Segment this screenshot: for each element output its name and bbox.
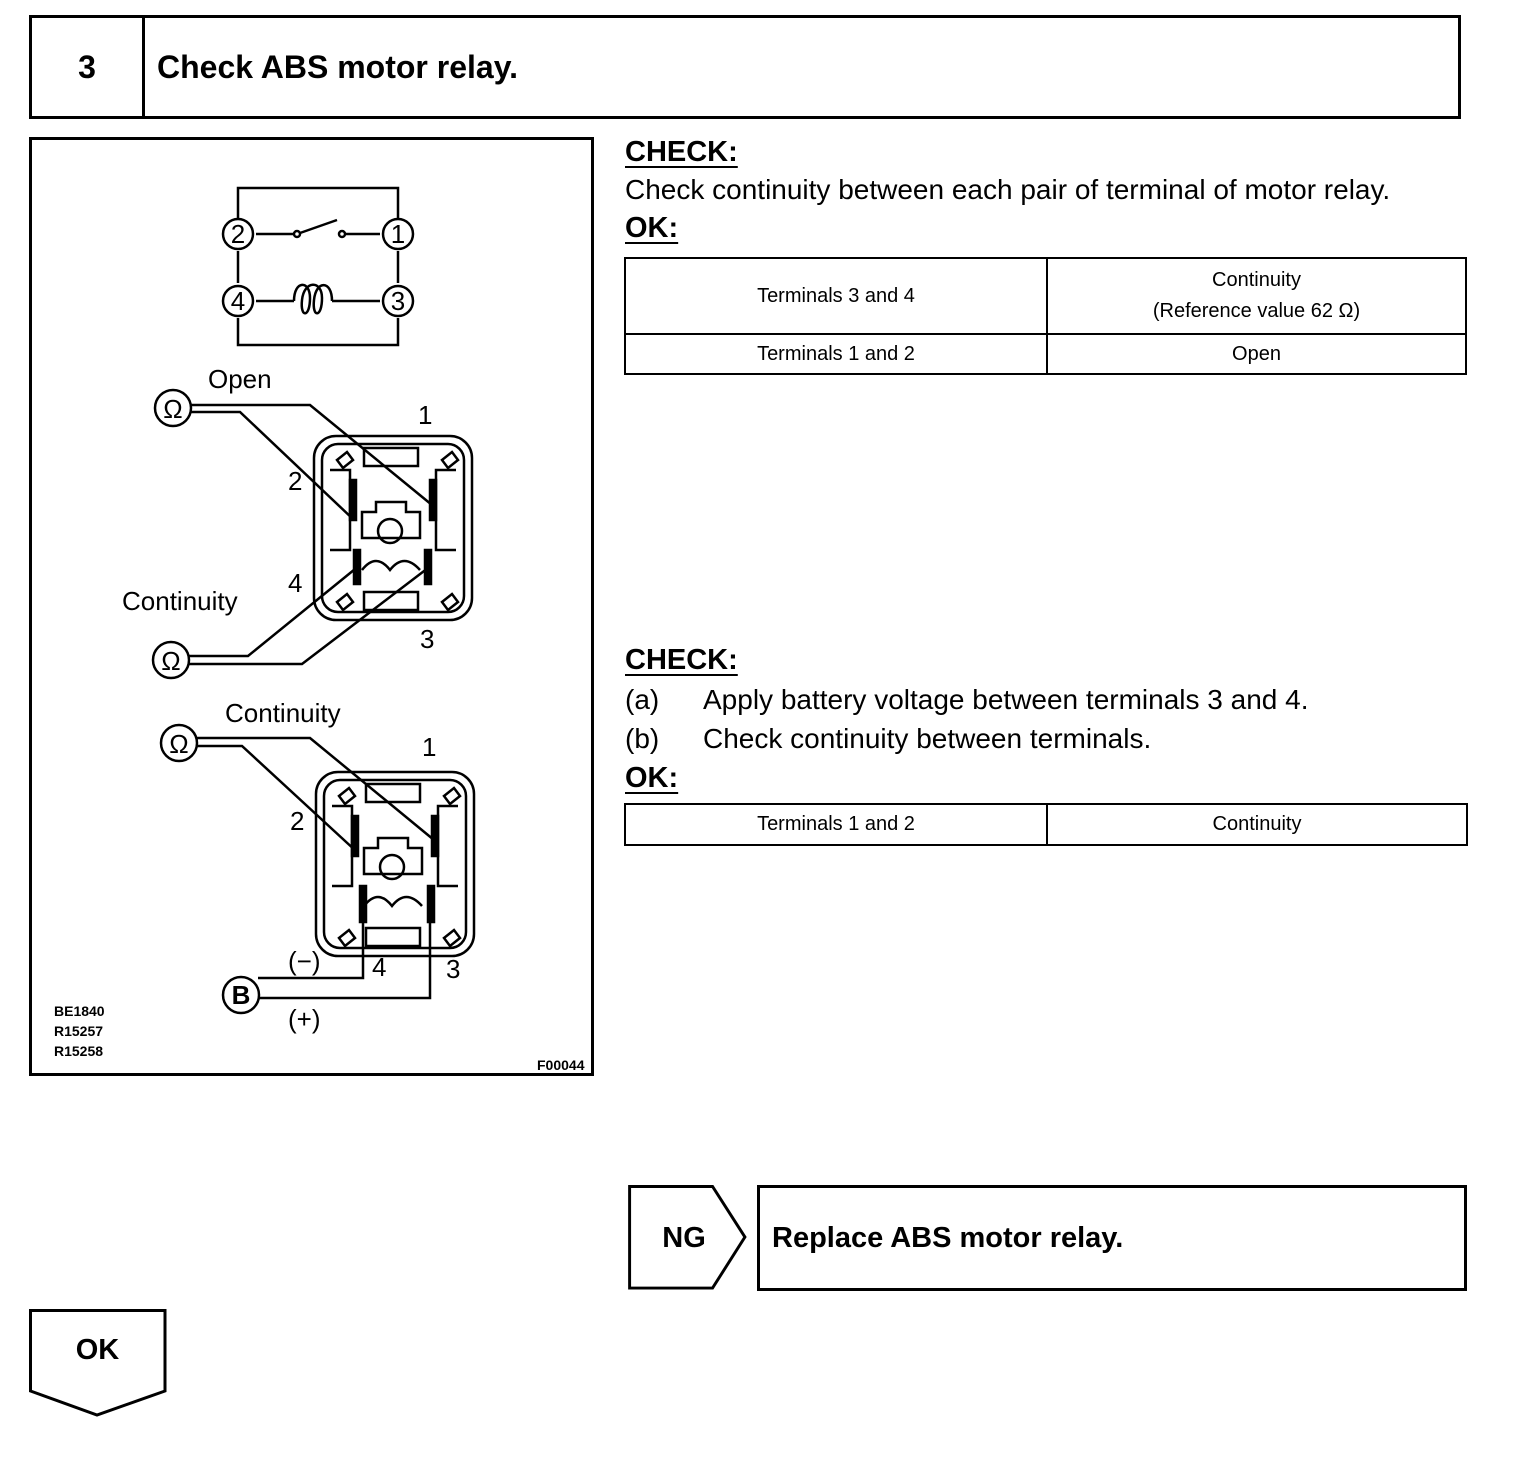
check2-table: Terminals 1 and 2 Continuity <box>624 803 1468 846</box>
ng-arrow-box <box>628 1185 747 1290</box>
step-header: 3 Check ABS motor relay. <box>29 15 1461 119</box>
ohm-meter-icon: Ω <box>169 729 188 759</box>
d2-terminal-1: 1 <box>422 732 436 762</box>
plus-label: (+) <box>288 1004 321 1034</box>
ng-action: Replace ABS motor relay. <box>757 1185 1467 1291</box>
d2-terminal-4: 4 <box>372 952 386 982</box>
table-cell: Terminals 3 and 4 <box>624 257 1048 335</box>
schematic-terminal-2: 2 <box>231 219 245 249</box>
relay-figure: 2 1 4 3 <box>29 137 594 1076</box>
label-continuity-1: Continuity <box>122 586 238 616</box>
table-cell: Continuity <box>1046 803 1468 846</box>
check1-heading: CHECK: <box>625 136 738 168</box>
check1-table: Terminals 3 and 4 Continuity (Reference … <box>624 257 1467 375</box>
schematic-terminal-3: 3 <box>391 286 405 316</box>
d1-terminal-1: 1 <box>418 400 432 430</box>
table-cell: Open <box>1046 333 1467 375</box>
step-title: Check ABS motor relay. <box>157 48 518 85</box>
ref-code: R15257 <box>54 1023 103 1039</box>
ok-arrow-box <box>29 1309 167 1417</box>
cell-condition: Continuity <box>1212 269 1301 291</box>
ohm-meter-icon: Ω <box>161 646 180 676</box>
label-open: Open <box>208 364 272 394</box>
schematic-terminal-4: 4 <box>231 286 245 316</box>
meter-leads-2 <box>159 723 435 1015</box>
label-continuity-2: Continuity <box>225 698 341 728</box>
table-row: Terminals 3 and 4 Continuity (Reference … <box>624 257 1467 335</box>
relay-diagram: 2 1 4 3 <box>54 186 585 1073</box>
ok-label: OK <box>75 1333 120 1366</box>
d1-terminal-4: 4 <box>288 568 302 598</box>
cell-note: (Reference value 62 Ω) <box>1152 300 1361 322</box>
step-marker: (b) <box>625 723 660 754</box>
ng-label: NG <box>662 1221 706 1254</box>
relay-body-1 <box>312 434 474 622</box>
step-number: 3 <box>32 18 145 116</box>
step-marker: (a) <box>625 684 660 715</box>
d1-terminal-2: 2 <box>288 466 302 496</box>
table-row: Terminals 1 and 2 Continuity <box>624 803 1468 846</box>
ref-code: BE1840 <box>54 1003 105 1019</box>
ref-code: R15258 <box>54 1043 103 1059</box>
d2-terminal-2: 2 <box>290 806 304 836</box>
table-cell: Continuity (Reference value 62 Ω) <box>1046 257 1467 335</box>
schematic-terminal-1: 1 <box>391 219 405 249</box>
ohm-meter-icon: Ω <box>163 394 182 424</box>
meter-leads-1 <box>151 388 433 680</box>
relay-body-2 <box>314 770 476 958</box>
d2-terminal-3: 3 <box>446 954 460 984</box>
table-cell: Terminals 1 and 2 <box>624 333 1048 375</box>
relay-schematic <box>221 186 415 347</box>
check1-ok-heading: OK: <box>625 212 679 244</box>
check2-ok-heading: OK: <box>625 762 679 794</box>
check1-text: Check continuity between each pair of te… <box>625 174 1391 205</box>
step-text: Check continuity between terminals. <box>703 723 1152 754</box>
table-row: Terminals 1 and 2 Open <box>624 333 1467 375</box>
step-text: Apply battery voltage between terminals … <box>703 684 1309 715</box>
battery-icon: B <box>232 980 251 1010</box>
check2-heading: CHECK: <box>625 644 738 676</box>
d1-terminal-3: 3 <box>420 624 434 654</box>
figure-code: F00044 <box>537 1057 585 1073</box>
minus-label: (−) <box>288 946 321 976</box>
table-cell: Terminals 1 and 2 <box>624 803 1048 846</box>
